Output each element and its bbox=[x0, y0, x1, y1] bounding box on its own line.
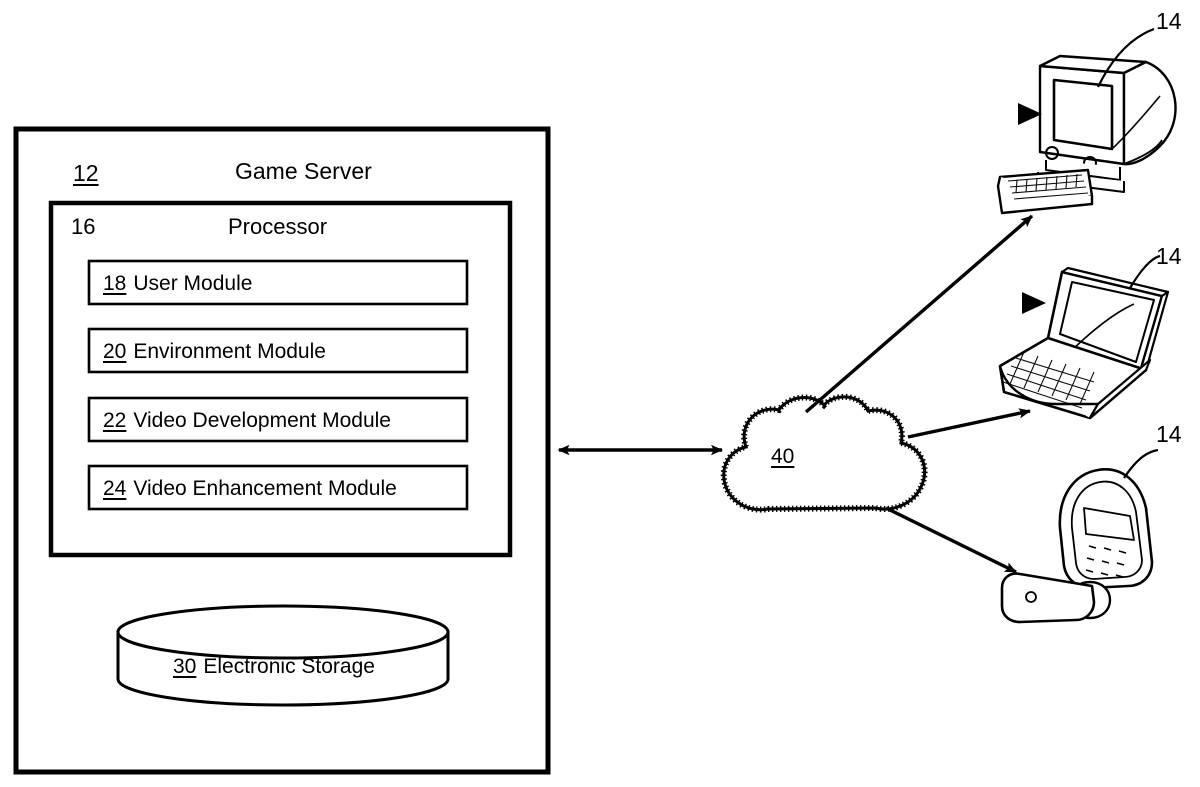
module-ref-20: 20 bbox=[103, 340, 127, 363]
storage-label: 30 Electronic Storage bbox=[173, 655, 375, 679]
leader-line-mobile bbox=[1123, 448, 1159, 479]
connector-network-mobile bbox=[885, 506, 1017, 574]
module-ref-18: 18 bbox=[103, 272, 127, 295]
game-server-title-row: 12 bbox=[73, 160, 99, 187]
leader-line-laptop bbox=[1129, 254, 1161, 289]
laptop-computer-icon bbox=[998, 254, 1170, 420]
module-name-environment: Environment Module bbox=[133, 340, 326, 363]
module-box-video-enhancement bbox=[87, 464, 469, 511]
module-box-video-development bbox=[87, 396, 469, 443]
network-ref: 40 bbox=[771, 445, 795, 468]
processor-ref: 16 bbox=[71, 214, 96, 239]
cursor-pointer-icon bbox=[1018, 103, 1042, 125]
desktop-computer-icon bbox=[996, 27, 1177, 215]
module-label-environment: 20 Environment Module bbox=[103, 340, 326, 364]
cloud-icon bbox=[720, 393, 928, 513]
game-server-name: Game Server bbox=[235, 158, 372, 184]
game-server-ref: 12 bbox=[73, 160, 99, 186]
module-box-user bbox=[87, 259, 469, 306]
module-ref-24: 24 bbox=[103, 477, 127, 500]
module-name-video-development: Video Development Module bbox=[133, 409, 391, 432]
module-label-video-development: 22 Video Development Module bbox=[103, 409, 391, 433]
module-label-user: 18 User Module bbox=[103, 272, 252, 296]
module-ref-22: 22 bbox=[103, 409, 127, 432]
client-ref-mobile: 14 bbox=[1156, 421, 1182, 447]
storage-name: Electronic Storage bbox=[203, 655, 375, 678]
module-label-video-enhancement: 24 Video Enhancement Module bbox=[103, 477, 397, 501]
processor-name: Processor bbox=[228, 214, 328, 239]
module-name-user: User Module bbox=[133, 272, 253, 295]
module-name-video-enhancement: Video Enhancement Module bbox=[133, 477, 397, 500]
module-box-environment bbox=[87, 327, 469, 374]
connector-network-laptop bbox=[907, 408, 1031, 439]
mobile-flip-phone-icon bbox=[1000, 448, 1159, 624]
cursor-pointer-icon bbox=[1022, 292, 1046, 314]
storage-ref: 30 bbox=[173, 655, 197, 678]
leader-line-desktop bbox=[1097, 27, 1155, 88]
cylinder-icon bbox=[116, 604, 450, 707]
connector-network-desktop bbox=[804, 214, 1034, 414]
client-ref-desktop: 14 bbox=[1156, 8, 1182, 34]
client-ref-laptop: 14 bbox=[1156, 243, 1182, 269]
